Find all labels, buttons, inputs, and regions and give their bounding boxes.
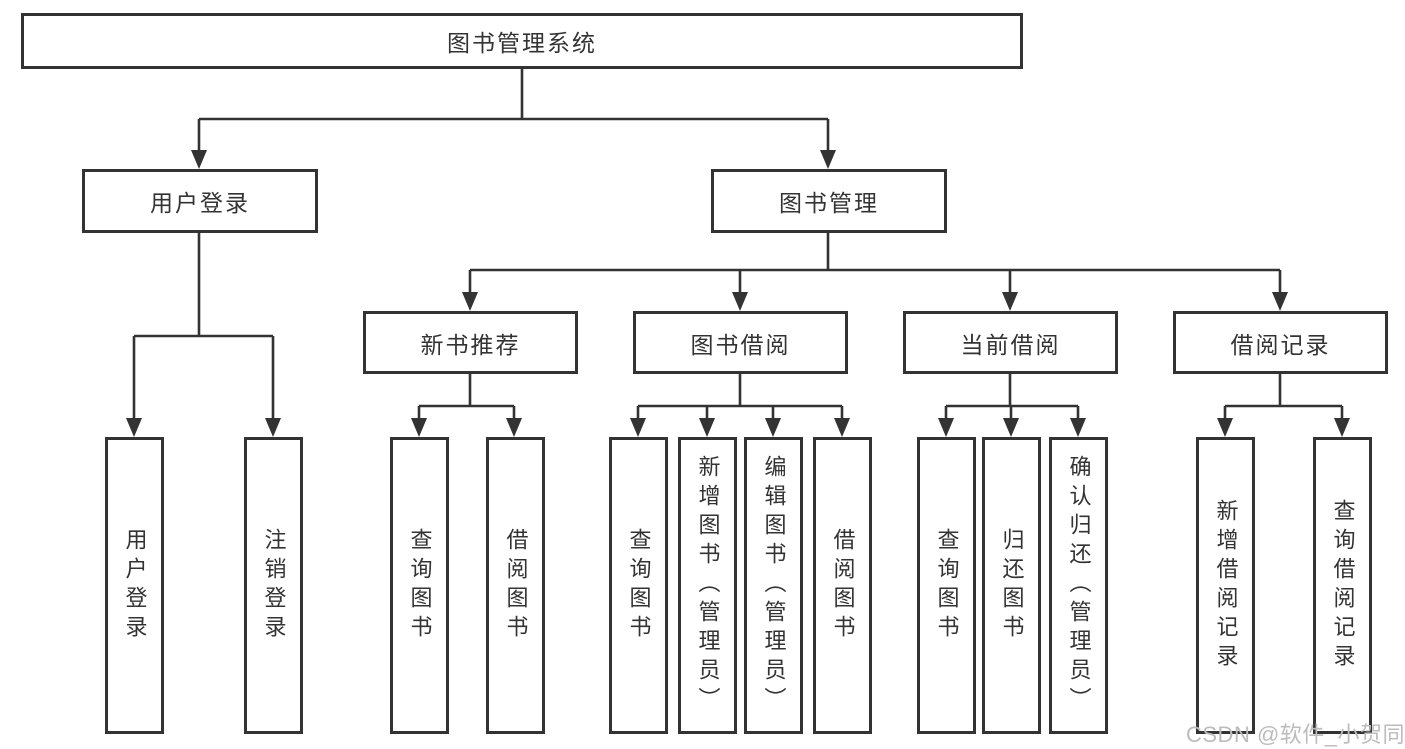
leaf-br-query-record: 查询借阅记录 bbox=[1313, 437, 1372, 734]
watermark: CSDN @软件_小贺同学 bbox=[1186, 722, 1405, 747]
leaf-rec-query-book: 查询图书 bbox=[390, 437, 449, 734]
leaf-user-login: 用户登录 bbox=[105, 437, 164, 734]
node-new-book-recommend: 新书推荐 bbox=[363, 311, 578, 374]
leaf-bb-borrow-book: 借阅图书 bbox=[813, 437, 872, 734]
leaf-br-add-record: 新增借阅记录 bbox=[1196, 437, 1255, 734]
node-root: 图书管理系统 bbox=[21, 13, 1023, 69]
leaf-bb-query-book: 查询图书 bbox=[609, 437, 668, 734]
node-book-borrow: 图书借阅 bbox=[633, 311, 848, 374]
node-borrow-records: 借阅记录 bbox=[1173, 311, 1388, 374]
leaf-bb-edit-book-admin: 编辑图书（管理员） bbox=[744, 437, 803, 734]
node-current-borrow: 当前借阅 bbox=[903, 311, 1118, 374]
node-book-management: 图书管理 bbox=[711, 169, 947, 233]
leaf-cb-return-book: 归还图书 bbox=[982, 437, 1041, 734]
leaf-cb-query-book: 查询图书 bbox=[917, 437, 976, 734]
leaf-cb-confirm-return-admin: 确认归还（管理员） bbox=[1049, 437, 1108, 734]
leaf-logout: 注销登录 bbox=[244, 437, 303, 734]
leaf-rec-borrow-book: 借阅图书 bbox=[486, 437, 545, 734]
node-user-login: 用户登录 bbox=[82, 169, 318, 233]
arrowheads bbox=[126, 150, 1350, 437]
leaf-bb-add-book-admin: 新增图书（管理员） bbox=[678, 437, 737, 734]
